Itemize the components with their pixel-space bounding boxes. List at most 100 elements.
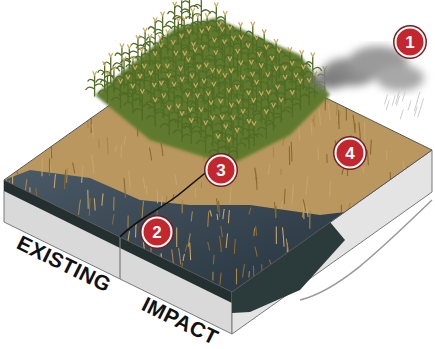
- corn-plant: [167, 51, 185, 81]
- reed: [299, 246, 300, 257]
- corn-field-ground: [95, 18, 330, 165]
- reed: [27, 32, 29, 49]
- reed: [6, 46, 8, 66]
- reed: [346, 108, 347, 121]
- reed: [24, 63, 25, 81]
- reed: [386, 238, 388, 250]
- corn-plant: [119, 75, 137, 103]
- reed: [82, 166, 84, 183]
- reed: [341, 205, 342, 212]
- reed: [142, 201, 143, 219]
- reed: [256, 226, 257, 236]
- reed: [87, 109, 89, 128]
- reed: [273, 28, 274, 41]
- reed: [4, 145, 6, 157]
- corn-plant: [198, 13, 216, 38]
- reed: [113, 197, 114, 211]
- corn-plant: [146, 98, 164, 127]
- reed: [92, 155, 94, 174]
- corn-plant: [232, 61, 250, 92]
- corn-plant: [267, 39, 285, 64]
- reed: [94, 198, 96, 210]
- reed: [84, 29, 86, 48]
- reed: [220, 236, 222, 252]
- reed: [311, 123, 312, 136]
- reed: [89, 198, 91, 215]
- corn-plant: [146, 17, 164, 49]
- reed: [424, 87, 426, 96]
- reed: [149, 148, 151, 161]
- reed: [419, 197, 421, 210]
- corn-plant: [265, 103, 283, 131]
- reed: [292, 251, 293, 270]
- reed: [4, 164, 6, 171]
- rain-streaks: [384, 88, 423, 120]
- reed: [357, 276, 359, 282]
- reed: [185, 244, 187, 252]
- reed: [328, 104, 330, 120]
- reed: [161, 196, 162, 206]
- corn-plant: [259, 90, 277, 120]
- corn-plant: [173, 0, 191, 28]
- reed: [90, 77, 91, 84]
- reed: [426, 248, 428, 265]
- reed: [324, 46, 326, 56]
- reed: [143, 177, 145, 189]
- corn-plant: [151, 35, 169, 60]
- reed: [382, 101, 384, 108]
- callout-number: 1: [395, 27, 426, 58]
- reed: [353, 115, 355, 133]
- reed: [338, 110, 340, 129]
- reed: [371, 195, 373, 205]
- reed: [377, 103, 378, 116]
- corn-plant: [154, 12, 172, 40]
- reed: [348, 203, 349, 213]
- corn-plant: [199, 91, 217, 118]
- reed: [3, 147, 5, 160]
- reed: [366, 206, 367, 214]
- reed: [414, 263, 415, 279]
- reed: [29, 187, 30, 202]
- reed: [283, 256, 285, 272]
- corn-plant: [224, 36, 242, 67]
- reed: [352, 279, 354, 289]
- reed: [366, 209, 368, 217]
- reed: [228, 210, 230, 223]
- reed: [18, 264, 19, 271]
- reed: [73, 74, 75, 88]
- reed: [126, 252, 128, 269]
- reed: [114, 34, 116, 44]
- reed: [309, 211, 310, 229]
- section-divider: [119, 237, 120, 279]
- reed: [9, 274, 11, 282]
- reed: [403, 117, 405, 123]
- reed: [221, 226, 223, 237]
- corn-plant: [86, 71, 104, 96]
- reed: [11, 156, 13, 167]
- corn-plant: [283, 90, 301, 117]
- reed: [410, 115, 412, 127]
- reed: [402, 238, 404, 254]
- reed: [81, 50, 82, 61]
- reed: [289, 146, 290, 165]
- corn-plant: [228, 128, 246, 159]
- corn-plant: [213, 115, 231, 140]
- reed: [98, 234, 100, 246]
- reed: [303, 266, 305, 281]
- reed: [384, 213, 385, 227]
- reed: [249, 207, 251, 214]
- open-water: [4, 170, 345, 292]
- reed: [129, 170, 131, 188]
- reed: [364, 122, 366, 141]
- reed: [314, 263, 316, 277]
- corn-plant: [263, 56, 281, 84]
- reed: [268, 164, 269, 175]
- reed: [292, 188, 294, 204]
- reed: [303, 206, 305, 220]
- reed: [161, 253, 163, 271]
- reed: [419, 268, 421, 282]
- reed: [79, 56, 81, 69]
- reed: [409, 213, 410, 224]
- reed: [201, 182, 202, 188]
